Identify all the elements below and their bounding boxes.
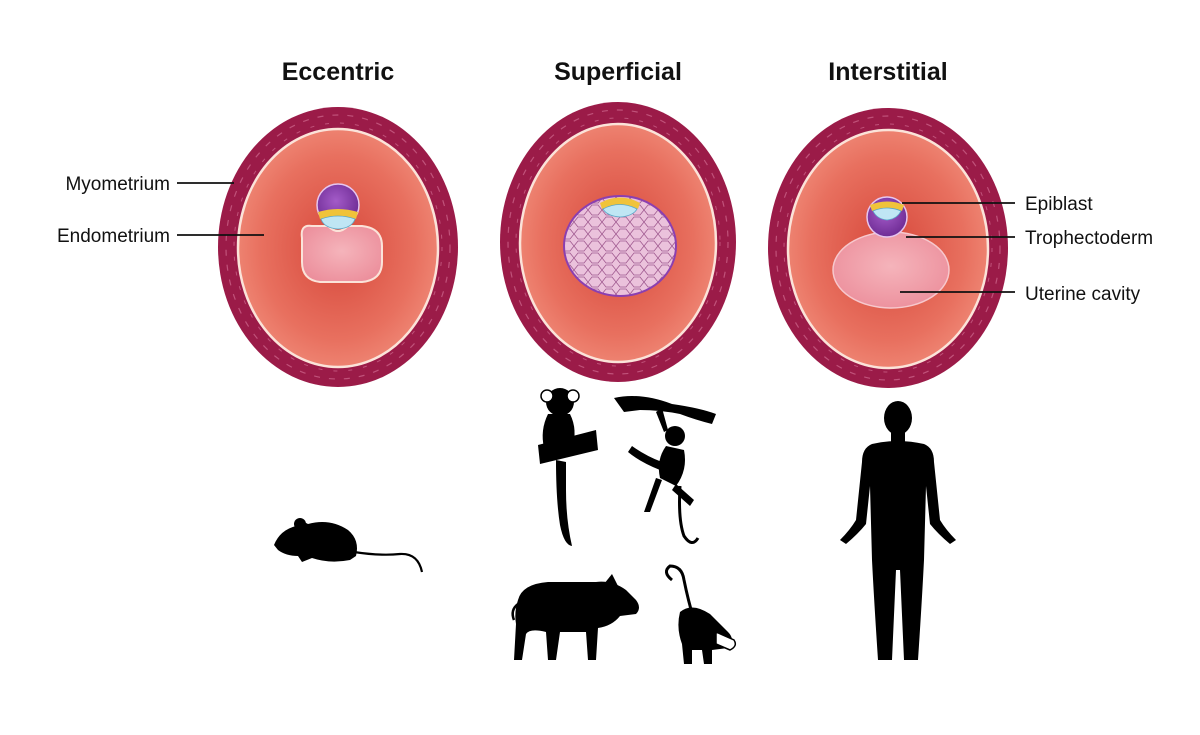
embryo-eccentric [316, 183, 360, 230]
label-epiblast: Epiblast [902, 194, 1093, 215]
title-superficial: Superficial [554, 58, 682, 86]
label-uterine-cavity: Uterine cavity [900, 284, 1141, 305]
mouse-icon [274, 518, 424, 573]
title-eccentric: Eccentric [282, 58, 395, 86]
uterus-interstitial [768, 108, 1008, 388]
label-myometrium-text: Myometrium [65, 174, 170, 195]
label-trophectoderm: Trophectoderm [906, 228, 1153, 249]
label-endometrium: Endometrium [57, 226, 264, 247]
label-endometrium-text: Endometrium [57, 226, 170, 247]
embryo-superficial [600, 197, 640, 218]
label-trophectoderm-text: Trophectoderm [1025, 228, 1153, 249]
marmoset-icon [538, 388, 598, 546]
opossum-icon [665, 564, 737, 664]
uterine-cavity-eccentric [300, 224, 383, 283]
trophoblast-mass-superficial [563, 195, 677, 297]
uterus-eccentric [218, 107, 458, 387]
label-myometrium: Myometrium [65, 174, 234, 195]
uterine-cavity-interstitial [832, 231, 950, 309]
human-icon [840, 401, 956, 660]
embryo-interstitial [866, 196, 908, 238]
pig-icon [511, 574, 639, 660]
label-uterine-cavity-text: Uterine cavity [1025, 284, 1141, 305]
spider-monkey-icon [614, 396, 716, 544]
uterus-superficial [500, 102, 736, 382]
title-interstitial: Interstitial [828, 58, 947, 86]
label-epiblast-text: Epiblast [1025, 194, 1093, 215]
